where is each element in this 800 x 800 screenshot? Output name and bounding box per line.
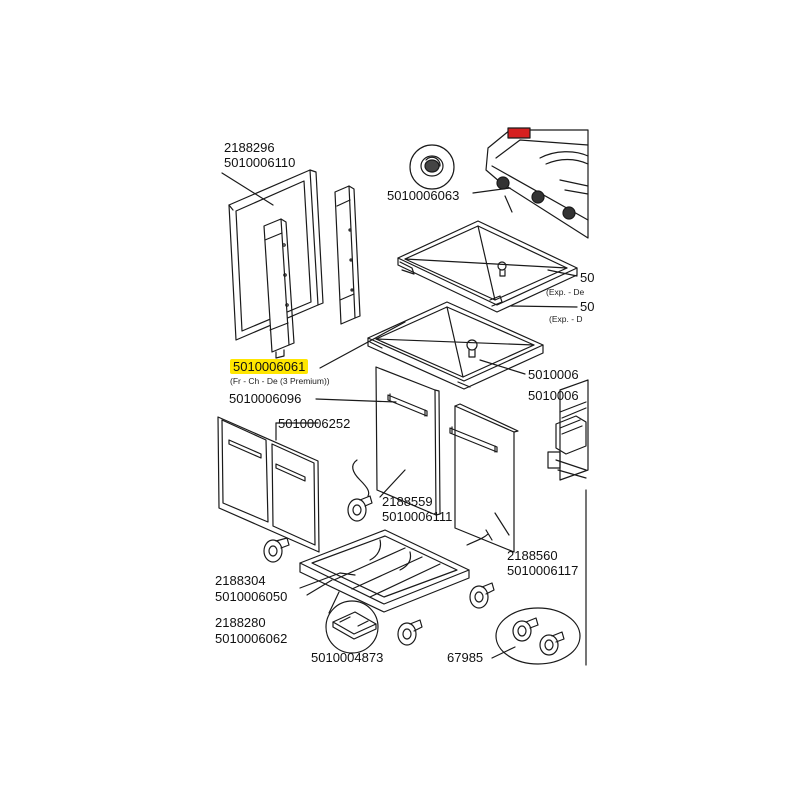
label-caster-bracket: 5010004873 [311,650,384,665]
back-post-part [335,186,360,324]
hinge-wire-right [467,530,492,545]
side-door-set-part [218,417,319,552]
caster-base-left [264,538,289,562]
front-post-part [264,219,294,358]
label-tray-top: 50 [580,270,595,285]
left-door-part [376,367,440,515]
label-frame-panel-2: 5010006110 [224,155,296,170]
hinge-wire-left [353,460,369,496]
label-knob: 5010006063 [387,188,460,203]
label-right-door-2: 5010006117 [507,563,579,578]
label-left-door-1: 2188559 [382,494,433,509]
leader-upper-tray [548,270,577,276]
label-side-door-set: 5010006252 [278,416,351,431]
grill-top-part [486,128,588,238]
leader-bracket [329,592,339,613]
leader-knob [473,188,510,193]
knob-part [410,145,454,189]
leader-drip-tray [480,360,525,374]
label-left-door-2: 5010006111 [382,509,453,524]
label-base-frame-1: 2188304 [215,573,266,588]
label-base-frame-2: 5010006050 [215,589,288,604]
label-caster-pair: 67985 [447,650,484,665]
label-door-handle: 5010006096 [229,391,302,406]
leader-handle [316,399,396,402]
caster-base-front [398,620,422,645]
label-base-bar-1: 2188280 [215,615,266,630]
caster-bracket-detail [326,601,378,653]
right-door-part [450,404,518,552]
leader-left-door [380,470,405,497]
leader-caster-pair [492,647,515,658]
label-highlighted-part: 5010006061 [230,359,309,374]
highlight-marker: 5010006061 [230,359,309,374]
leader-base-frame-end [340,573,355,575]
caster-pair-detail [496,608,580,664]
leader-highlighted [320,322,405,368]
label-right-door-1: 2188560 [507,548,558,563]
leader-right-door [495,513,509,535]
label-tray-mid-note: (Exp. - D [549,314,583,324]
label-tray-mid: 50 [580,299,595,314]
label-highlighted-note: (Fr - Ch - De (3 Premium)) [230,376,330,386]
label-frame-panel-1: 2188296 [224,140,275,155]
label-drip-tray: 5010006 [528,367,579,382]
leader-knob-to-top [505,196,512,212]
label-tray-top-note: (Exp. - De [546,287,585,297]
leader-frame-panel [222,173,273,205]
lower-tray-part [368,302,543,389]
leader-mid-tray [511,306,577,307]
label-base-bar-2: 5010006062 [215,631,288,646]
label-bracket: 5010006 [528,388,579,403]
base-frame-part [300,530,469,612]
caster-small-left [348,496,372,521]
leader-base-frame [300,573,340,588]
leader-base-bar [307,580,332,595]
caster-base-right [470,583,494,608]
upper-tray-part [398,221,577,312]
bracket-partial-part [548,380,588,480]
